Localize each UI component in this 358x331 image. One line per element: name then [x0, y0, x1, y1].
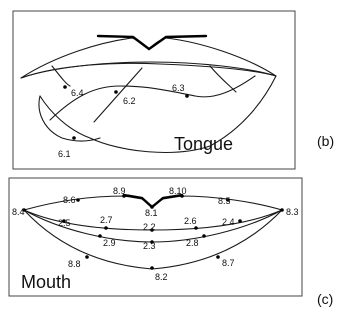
- point-8.9-marker: [122, 194, 126, 198]
- point-8.1-marker: [150, 205, 154, 209]
- mouth-panel-tag: (c): [317, 291, 333, 307]
- point-2.9-marker: [98, 234, 102, 238]
- point-8.1-label: 8.1: [145, 208, 158, 218]
- point-6.4-marker: [63, 85, 67, 89]
- tongue-panel-tag: (b): [317, 133, 334, 149]
- point-2.2-label: 2.2: [143, 222, 156, 232]
- point-2.4-label: 2.4: [222, 217, 235, 227]
- tongue-body-contour: [49, 75, 256, 121]
- tongue-tip-contour: [38, 95, 101, 142]
- point-2.3-label: 2.3: [143, 241, 156, 251]
- tongue-panel-title: Tongue: [174, 134, 233, 154]
- point-2.7-marker: [104, 226, 108, 230]
- tongue-drawing: 6.1 6.2 6.3 6.4 Tongue: [20, 34, 277, 159]
- point-2.2-marker: [150, 228, 154, 232]
- point-8.6-label: 8.6: [63, 195, 76, 205]
- point-8.4-marker: [22, 208, 26, 212]
- point-6.4-label: 6.4: [71, 88, 84, 98]
- tongue-midline: [93, 67, 143, 123]
- point-8.3-label: 8.3: [286, 207, 299, 217]
- point-2.3-marker: [150, 240, 154, 244]
- point-8.8-marker: [85, 255, 89, 259]
- point-2.4-marker: [238, 219, 242, 223]
- point-8.9-label: 8.9: [113, 186, 126, 196]
- point-2.7-label: 2.7: [100, 215, 113, 225]
- point-8.10-marker: [180, 194, 184, 198]
- point-2.6-label: 2.6: [184, 216, 197, 226]
- mouth-panel-title: Mouth: [21, 272, 71, 292]
- point-8.6-marker: [76, 198, 80, 202]
- point-8.2-label: 8.2: [155, 272, 168, 282]
- point-2.5-label: 2.5: [58, 218, 71, 228]
- point-8.2-marker: [150, 266, 154, 270]
- tongue-upper-lip-line: [96, 34, 208, 51]
- point-2.6-marker: [194, 226, 198, 230]
- tongue-upper-lip-outline: [20, 37, 277, 79]
- point-6.2-label: 6.2: [123, 96, 136, 106]
- point-8.4-label: 8.4: [12, 207, 25, 217]
- point-6.3-marker: [185, 94, 189, 98]
- tongue-left-cavity-line: [51, 65, 71, 87]
- point-8.7-marker: [216, 255, 220, 259]
- point-8.8-label: 8.8: [68, 259, 81, 269]
- point-8.5-marker: [226, 198, 230, 202]
- tongue-right-cavity-line: [209, 65, 237, 93]
- point-8.3-marker: [280, 208, 284, 212]
- point-6.2-marker: [114, 90, 118, 94]
- point-8.5-label: 8.5: [218, 196, 231, 206]
- point-6.1-marker: [72, 136, 76, 140]
- point-2.5-marker: [62, 219, 66, 223]
- tongue-lower-outline: [20, 62, 277, 153]
- mouth-panel-frame: [8, 177, 303, 297]
- point-2.8-marker: [202, 234, 206, 238]
- mouth-cupids-bow: [122, 193, 184, 209]
- point-8.7-label: 8.7: [222, 258, 235, 268]
- tongue-panel-frame: [12, 10, 296, 170]
- point-2.8-label: 2.8: [186, 238, 199, 248]
- mouth-drawing: 8.1 8.2 8.3 8.4 8.5 8.6 8.7 8.8 8.9 8.10…: [12, 186, 299, 292]
- point-2.9-label: 2.9: [103, 238, 116, 248]
- point-6.3-label: 6.3: [172, 83, 185, 93]
- point-6.1-label: 6.1: [58, 149, 71, 159]
- point-8.10-label: 8.10: [169, 186, 187, 196]
